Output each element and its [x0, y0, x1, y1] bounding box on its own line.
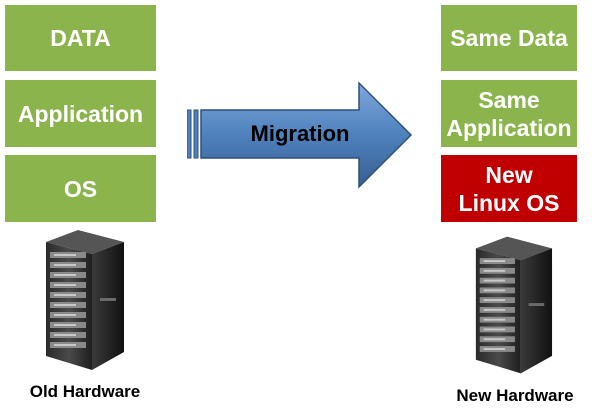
migration-arrow-icon	[187, 81, 413, 189]
old-os-label: OS	[63, 175, 98, 202]
new-os-label-line1: New	[485, 161, 533, 188]
old-data-label: DATA	[50, 25, 111, 51]
old-application-label: Application	[17, 100, 144, 127]
new-os-label-line2: Linux OS	[458, 189, 560, 216]
old-server-rack-icon	[46, 230, 124, 370]
new-application-layer: Same Application	[441, 80, 577, 147]
old-hardware-label: Old Hardware	[29, 382, 141, 401]
old-application-layer: Application	[5, 80, 156, 147]
new-application-label-line1: Same	[478, 86, 540, 113]
new-os-layer: New Linux OS	[441, 155, 577, 222]
new-server-rack-icon	[475, 236, 553, 374]
old-data-layer: DATA	[5, 5, 156, 71]
new-application-label-line2: Application	[446, 114, 572, 141]
old-os-layer: OS	[5, 155, 156, 222]
new-data-label: Same Data	[450, 25, 568, 51]
migration-label: Migration	[250, 121, 350, 146]
new-data-layer: Same Data	[441, 5, 577, 71]
new-hardware-label: New Hardware	[456, 386, 574, 405]
